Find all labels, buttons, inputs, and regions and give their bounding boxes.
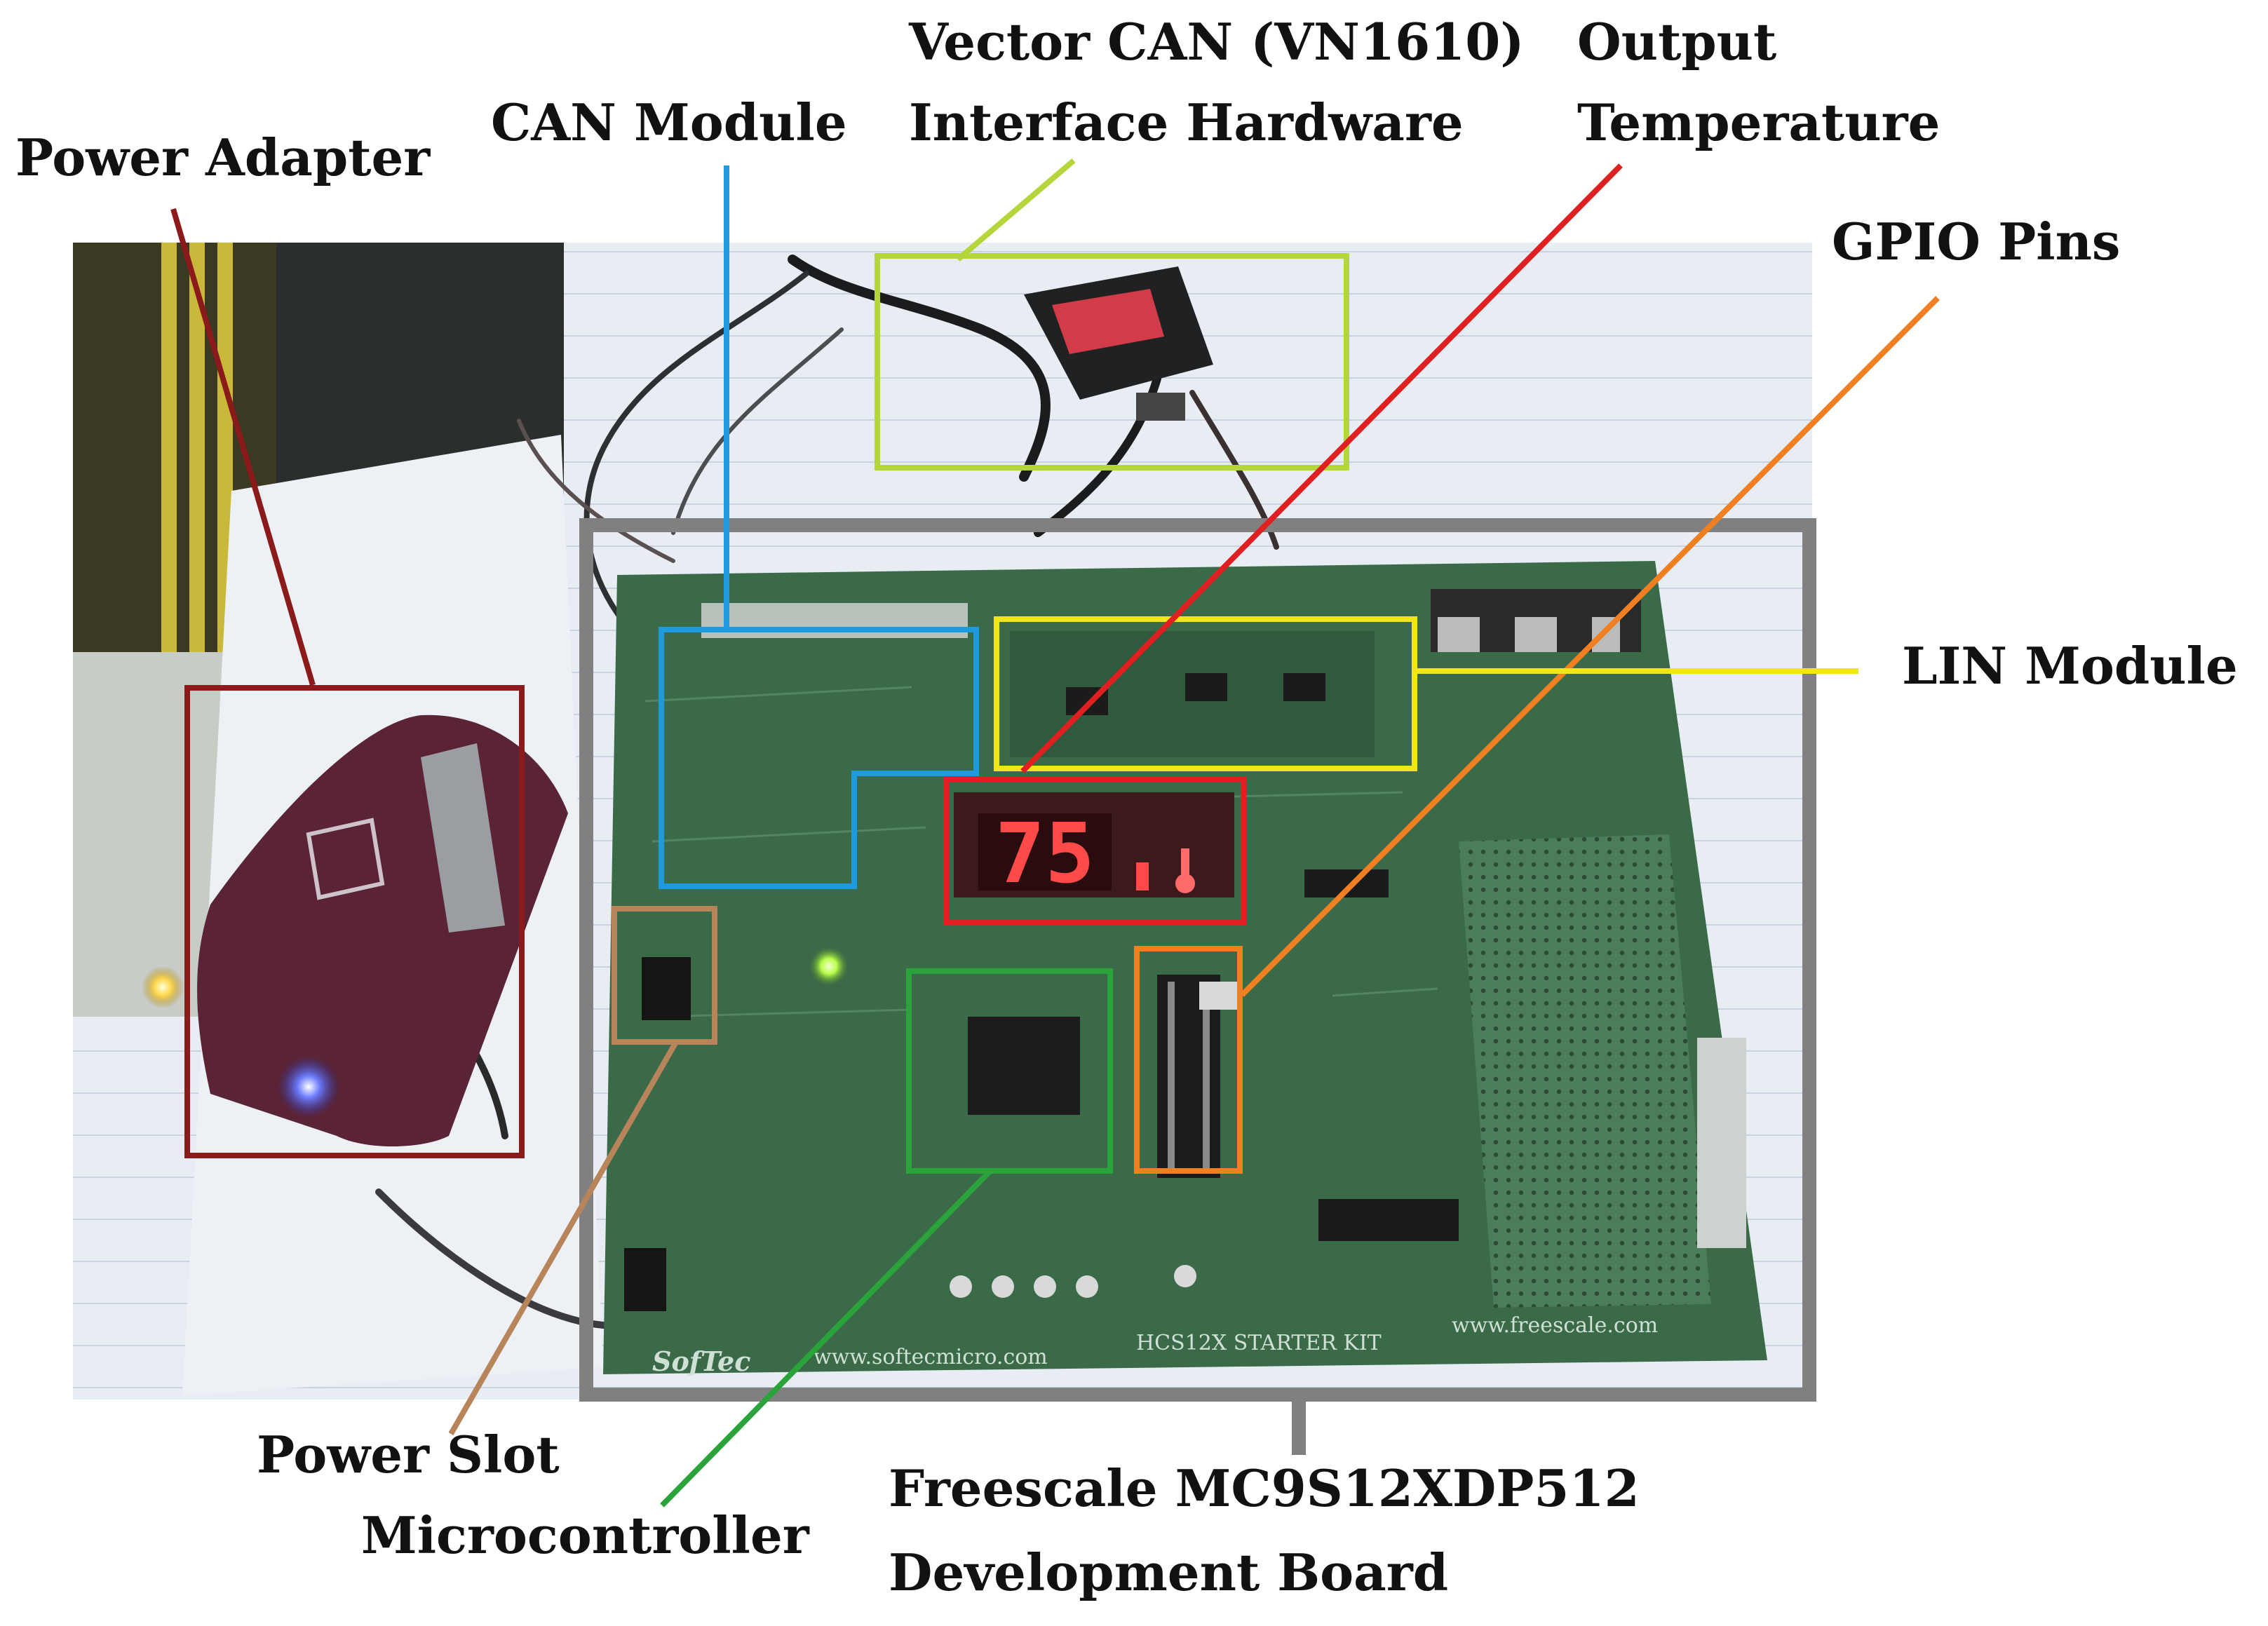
board-kit-name: HCS12X STARTER KIT bbox=[1136, 1331, 1382, 1355]
leader-lines bbox=[170, 158, 1940, 1508]
power-slot-leader bbox=[448, 1042, 678, 1435]
board-label-line1: Freescale MC9S12XDP512 bbox=[889, 1458, 1640, 1518]
power-adapter-label: Power Adapter bbox=[15, 128, 431, 187]
board-frame bbox=[579, 518, 1816, 1402]
power-adapter-box bbox=[184, 685, 525, 1158]
power-jack bbox=[642, 957, 691, 1020]
output-temperature-label-line1: Output bbox=[1577, 12, 1776, 72]
blue-led bbox=[278, 1056, 339, 1118]
power-adapter-leader bbox=[170, 208, 316, 686]
vector-can-box bbox=[875, 253, 1349, 470]
board-url-left: www.softecmicro.com bbox=[814, 1345, 1048, 1369]
labels: Power Adapter CAN Module Vector CAN (VN1… bbox=[15, 12, 2238, 1602]
output-temperature-box bbox=[943, 776, 1246, 926]
microcontroller-label: Microcontroller bbox=[361, 1505, 810, 1565]
microcontroller-leader bbox=[660, 1169, 992, 1508]
seven-segment-display: 75 bbox=[978, 805, 1195, 902]
power-adapter-device bbox=[142, 714, 568, 1146]
power-slot-label: Power Slot bbox=[257, 1425, 560, 1484]
lin-module-label: LIN Module bbox=[1902, 636, 2238, 696]
photo: 75 bbox=[73, 243, 1812, 1400]
gpio-pins-leader bbox=[1240, 296, 1940, 997]
development-board: 75 bbox=[603, 561, 1767, 1377]
vector-can-label-line1: Vector CAN (VN1610) bbox=[908, 12, 1524, 72]
output-temperature-label-line2: Temperature bbox=[1577, 93, 1940, 152]
lin-module-box bbox=[994, 616, 1417, 771]
vector-can-leader bbox=[956, 158, 1076, 262]
prototype-area bbox=[1459, 834, 1711, 1308]
vector-can-device bbox=[1024, 266, 1213, 421]
green-led bbox=[809, 947, 849, 986]
board-url-right: www.freescale.com bbox=[1452, 1313, 1658, 1338]
microcontroller-box bbox=[906, 968, 1113, 1174]
annotation-boxes bbox=[184, 253, 1816, 1402]
board-brand: SofTec bbox=[652, 1346, 750, 1377]
yellow-led bbox=[142, 966, 184, 1008]
microcontroller-chip bbox=[968, 1017, 1080, 1115]
can-module-box bbox=[659, 627, 979, 889]
gpio-header bbox=[1157, 975, 1241, 1178]
gpio-pins-box bbox=[1134, 946, 1243, 1174]
display-reading: 75 bbox=[995, 805, 1095, 902]
gpio-pins-label: GPIO Pins bbox=[1832, 212, 2120, 271]
output-temperature-leader bbox=[1020, 163, 1623, 773]
board-label-line2: Development Board bbox=[889, 1543, 1448, 1602]
vector-can-label-line2: Interface Hardware bbox=[909, 93, 1464, 152]
can-module-label: CAN Module bbox=[491, 93, 847, 152]
power-slot-box bbox=[612, 906, 717, 1045]
